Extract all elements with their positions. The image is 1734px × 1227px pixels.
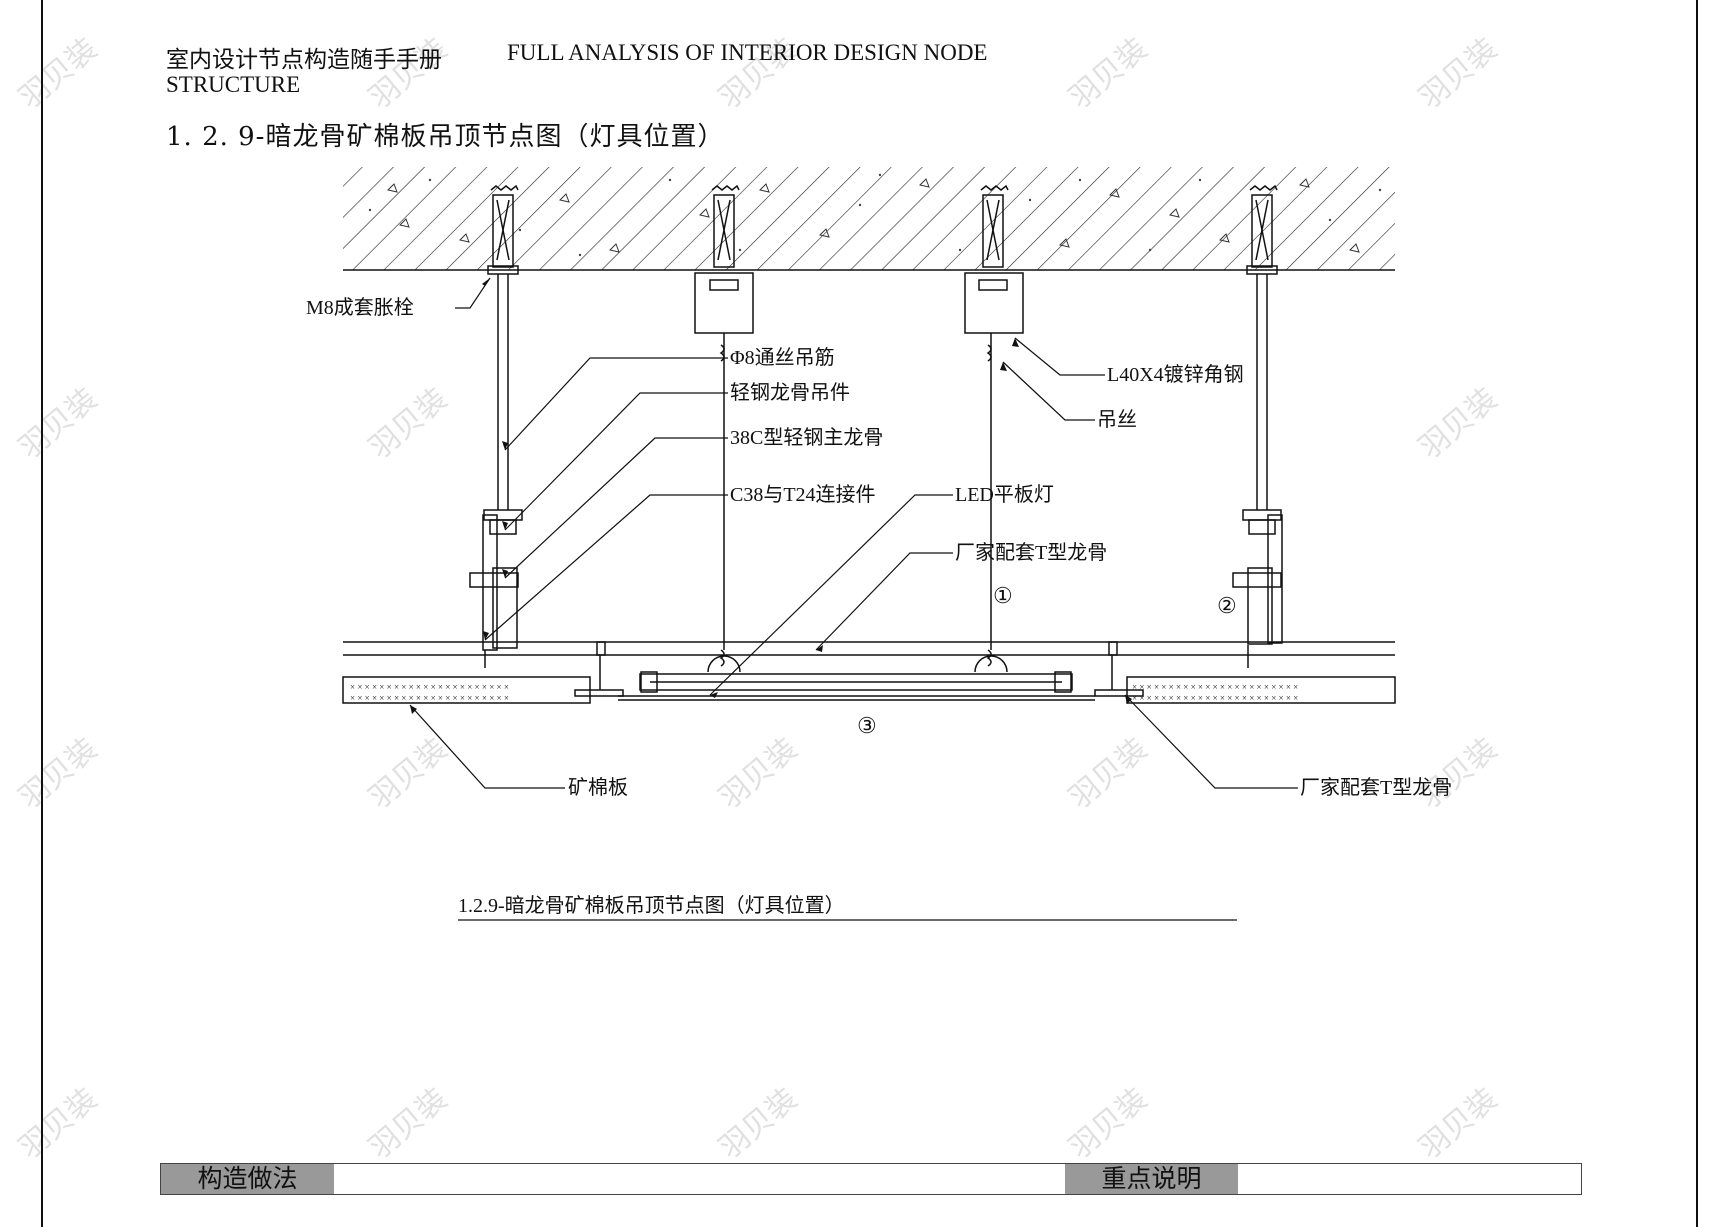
label-hanger: 轻钢龙骨吊件: [730, 381, 850, 404]
angle-steel-box-left: [694, 272, 754, 334]
label-t-keel-top: 厂家配套T型龙骨: [955, 541, 1107, 564]
label-t-keel-bottom: 厂家配套T型龙骨: [1300, 776, 1452, 799]
label-wire: 吊丝: [1097, 408, 1137, 431]
watermark: 羽贝装: [13, 32, 103, 115]
watermark: 羽贝装: [363, 1082, 453, 1165]
main-keel: [343, 641, 1395, 656]
watermark: 羽贝装: [1413, 1082, 1503, 1165]
anchor-bolt-1: [487, 184, 519, 275]
marker-3: ③: [857, 713, 877, 738]
footer-left-label: 构造做法: [161, 1164, 334, 1194]
watermark: 羽贝装: [713, 32, 803, 115]
threaded-rod-left: [469, 274, 523, 668]
t-keel-right: [1094, 641, 1144, 697]
section-title: 1. 2. 9-暗龙骨矿棉板吊顶节点图（灯具位置）: [166, 122, 725, 152]
anchor-bolt-3: [978, 184, 1009, 291]
footer-left-value: [334, 1164, 1065, 1194]
mineral-board-left: [342, 676, 591, 704]
watermark: 羽贝装: [363, 32, 453, 115]
angle-steel-box-right: [964, 272, 1024, 334]
header-title-en-line2: STRUCTURE: [166, 72, 301, 97]
t-keel-left: [574, 641, 624, 697]
threaded-rod-right: [1232, 274, 1283, 668]
watermark: 羽贝装: [1063, 732, 1153, 815]
drawing-caption: 1.2.9-暗龙骨矿棉板吊顶节点图（灯具位置）: [458, 894, 845, 917]
label-led: LED平板灯: [955, 483, 1054, 506]
watermark: 羽贝装: [1063, 1082, 1153, 1165]
leader-arrowheads: [410, 278, 1132, 714]
hanging-wire-left: [707, 333, 741, 673]
anchor-bolt-4: [1246, 184, 1278, 275]
svg-text:× × × × × × × × × × × × × × ×: × × × × × × × × × × × × × × × × × × × × …: [350, 682, 509, 692]
mineral-board-texture: × × × × × × × × × × × × × × × × × × × × …: [350, 682, 1298, 703]
watermark: 羽贝装: [13, 1082, 103, 1165]
label-main-keel: 38C型轻钢主龙骨: [730, 426, 883, 449]
label-rod: Φ8通丝吊筋: [730, 346, 835, 369]
hanging-wire-right: [974, 333, 1008, 673]
led-panel-light: [618, 671, 1095, 701]
concrete-slab: [343, 167, 1395, 271]
footer-right-value: [1238, 1164, 1580, 1194]
watermark: 羽贝装: [713, 1082, 803, 1165]
left-border: [41, 0, 43, 1227]
watermark: 羽贝装: [13, 732, 103, 815]
watermark: 羽贝装: [363, 382, 453, 465]
watermark: 羽贝装: [363, 732, 453, 815]
watermark: 羽贝装: [1413, 32, 1503, 115]
right-border: [1696, 0, 1698, 1227]
leader-lines: [409, 277, 1298, 789]
anchor-bolt-2: [709, 184, 740, 291]
watermark: 羽贝装: [1063, 32, 1153, 115]
header-title-cn: 室内设计节点构造随手手册: [166, 47, 442, 72]
label-connector: C38与T24连接件: [730, 483, 876, 506]
svg-text:× × × × × × × × × × × × × × ×: × × × × × × × × × × × × × × × × × × × × …: [1132, 693, 1298, 703]
mineral-board-right: [1126, 676, 1396, 704]
header-title-en: FULL ANALYSIS OF INTERIOR DESIGN NODE: [507, 40, 988, 65]
footer-bar: 构造做法 重点说明: [160, 1163, 1582, 1195]
watermark: 羽贝装: [713, 732, 803, 815]
watermark: 羽贝装: [1413, 732, 1503, 815]
watermark: 羽贝装: [13, 382, 103, 465]
svg-text:× × × × × × × × × × × × × × ×: × × × × × × × × × × × × × × × × × × × × …: [1132, 682, 1298, 692]
watermark: 羽贝装: [1413, 382, 1503, 465]
label-angle-steel: L40X4镀锌角钢: [1107, 363, 1244, 386]
label-bolt: M8成套胀栓: [306, 296, 414, 319]
label-mineral-board: 矿棉板: [568, 776, 628, 799]
svg-text:× × × × × × × × × × × × × × ×: × × × × × × × × × × × × × × × × × × × × …: [350, 693, 509, 703]
marker-1: ①: [993, 583, 1013, 608]
marker-2: ②: [1217, 593, 1237, 618]
footer-right-label: 重点说明: [1065, 1164, 1238, 1194]
